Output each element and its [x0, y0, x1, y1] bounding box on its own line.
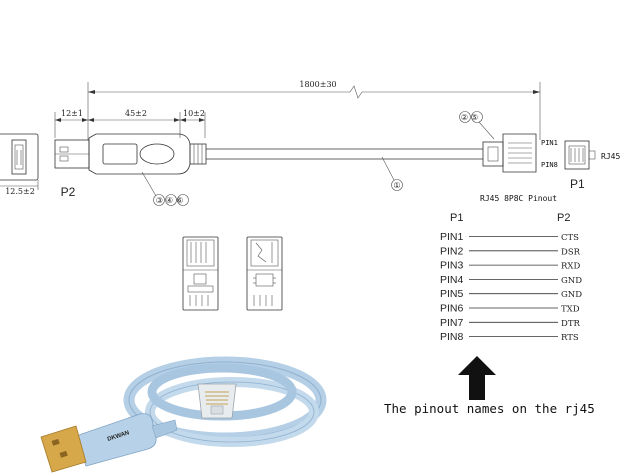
pinout-signal: TXD	[561, 305, 580, 315]
cable-body: ①	[206, 148, 483, 191]
pinout-pin: PIN7	[440, 317, 464, 329]
pin1-marker: PIN1	[541, 139, 558, 147]
pinout-col-p2: P2	[557, 212, 570, 224]
pcb-front-view	[182, 236, 219, 311]
caption-text: The pinout names on the rj45	[384, 401, 595, 416]
pinout-signal: GND	[561, 276, 582, 286]
pinout-pin: PIN1	[440, 231, 464, 243]
pinout-row: PIN8 RTS	[440, 331, 579, 343]
product-photo: DKWAN	[40, 356, 327, 473]
dimension-usb-row: 12±1 45±2 10±2	[54, 109, 206, 138]
pinout-title: RJ45 8P8C Pinout	[480, 194, 557, 203]
pinout-row: PIN6 TXD	[440, 303, 580, 315]
usb-height-dimension: 12.5±2	[5, 187, 35, 196]
pinout-pin: PIN2	[440, 245, 464, 257]
pinout-row: PIN5 GND	[440, 288, 582, 300]
strain-relief-dimension: 10±2	[183, 109, 205, 118]
pinout-row: PIN4 GND	[440, 274, 582, 286]
pinout-signal: DSR	[561, 247, 581, 257]
rj45-tag: RJ45	[601, 152, 620, 161]
pin8-marker: PIN8	[541, 161, 558, 169]
pinout-signal: RXD	[561, 262, 580, 272]
pinout-pin: PIN8	[440, 331, 464, 343]
pinout-pin: PIN6	[440, 303, 464, 315]
usb-end-label: P2	[61, 185, 76, 199]
usb-connector: P2	[54, 133, 207, 199]
rj45-parts-callout: ②⑤	[461, 113, 481, 122]
usb-tip-dimension: 12±1	[61, 109, 83, 118]
rj45-end-label: P1	[570, 177, 585, 191]
pcb-back-view	[246, 236, 283, 311]
pinout-pin: PIN3	[440, 260, 464, 272]
pinout-signal: GND	[561, 290, 582, 300]
pinout-row: PIN7 DTR	[440, 317, 580, 329]
usb-body-dimension: 45±2	[125, 109, 147, 118]
pinout-row: PIN3 RXD	[440, 260, 580, 272]
pinout-row: PIN1 CTS	[440, 231, 579, 243]
pinout-signal: DTR	[561, 319, 580, 329]
pinout-signal: CTS	[561, 233, 579, 243]
pinout-pin: PIN4	[440, 274, 464, 286]
pinout-row: PIN2 DSR	[440, 245, 581, 257]
cable-callout: ①	[393, 181, 400, 190]
pinout-pin: PIN5	[440, 288, 464, 300]
dimension-total-length: 1800±30	[87, 80, 541, 140]
usb-end-view: 12.5±2	[0, 133, 39, 196]
pinout-col-p1: P1	[450, 212, 463, 224]
rj45-connector: ②⑤ PIN1 PIN8	[459, 111, 558, 173]
caption-arrow	[458, 356, 496, 400]
usb-parts-callout: ③④⑥	[141, 171, 189, 206]
usb-parts-callout-label: ③④⑥	[156, 196, 187, 205]
rj45-end-view: RJ45 P1	[564, 140, 620, 191]
pinout-signal: RTS	[561, 333, 579, 343]
total-length-label: 1800±30	[299, 80, 336, 89]
